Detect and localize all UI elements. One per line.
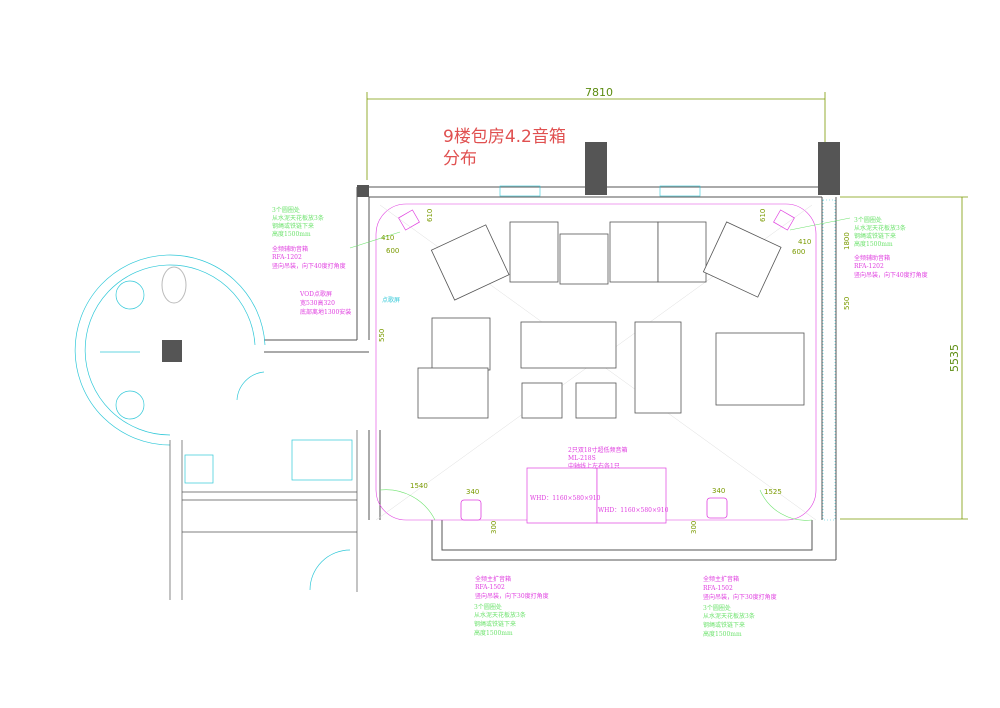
svg-text:竖向吊装，向下40度打角度: 竖向吊装，向下40度打角度	[272, 262, 346, 270]
svg-text:2只双18寸超低频音箱: 2只双18寸超低频音箱	[568, 446, 627, 454]
note-bottom-right: 全频主扩音箱 RFA-1502 竖向吊装，向下30度打角度 3个圆圈处 从水泥天…	[703, 575, 777, 638]
svg-text:VOD点歌屏: VOD点歌屏	[299, 290, 332, 298]
drain-block	[162, 340, 182, 362]
svg-text:高度1500mm: 高度1500mm	[272, 230, 311, 238]
svg-text:点歌屏: 点歌屏	[382, 296, 400, 304]
svg-text:全频辅助音箱: 全频辅助音箱	[272, 245, 308, 253]
toilet-icon	[161, 266, 187, 304]
svg-text:高度1500mm: 高度1500mm	[703, 630, 742, 638]
lower-left-rooms	[169, 430, 358, 600]
walls	[264, 186, 837, 561]
dim-left-550: 550	[378, 329, 386, 342]
note-bottom-left: 全频主扩音箱 RFA-1502 竖向吊装，向下30度打角度 3个圆圈处 从水泥天…	[474, 575, 549, 637]
svg-text:RFA-1202: RFA-1202	[854, 263, 884, 270]
svg-text:从水泥天花板放3条: 从水泥天花板放3条	[854, 224, 906, 232]
svg-text:高度1500mm: 高度1500mm	[854, 240, 893, 248]
main-speakers	[460, 497, 728, 521]
armchairs	[417, 317, 805, 419]
svg-text:竖向吊装，向下40度打角度: 竖向吊装，向下40度打角度	[854, 271, 928, 279]
svg-text:竖向吊装，向下30度打角度: 竖向吊装，向下30度打角度	[703, 593, 777, 601]
svg-text:从水泥天花板放3条: 从水泥天花板放3条	[272, 214, 324, 222]
height-label: 5535	[948, 344, 961, 372]
dim-speaker-left-300: 300	[490, 521, 498, 534]
dim-1540: 1540	[410, 482, 428, 490]
svg-text:竖向吊装，向下30度打角度: 竖向吊装，向下30度打角度	[475, 592, 549, 600]
round-room	[74, 254, 266, 446]
dim-speaker-right-340: 340	[712, 487, 725, 495]
svg-text:WHD：1160×580×910: WHD：1160×580×910	[598, 507, 669, 514]
svg-text:钢绳或铁链下来: 钢绳或铁链下来	[854, 232, 896, 240]
window	[659, 185, 701, 197]
dim-right-550: 550	[843, 297, 851, 310]
svg-text:钢绳或铁链下来: 钢绳或铁链下来	[703, 621, 745, 629]
svg-text:从水泥天花板放3条: 从水泥天花板放3条	[703, 612, 755, 620]
svg-text:3个圆圈处: 3个圆圈处	[703, 604, 731, 612]
dim-right-410: 410	[798, 238, 811, 246]
svg-text:全频辅助音箱: 全频辅助音箱	[854, 254, 890, 262]
svg-text:RFA-1202: RFA-1202	[272, 254, 302, 261]
dim-left-600: 600	[386, 247, 399, 255]
right-wall-hatch	[822, 199, 836, 521]
pillar	[818, 142, 840, 195]
title-line-1: 9楼包房4.2音箱	[443, 127, 566, 147]
width-label: 7810	[585, 86, 613, 99]
dim-right-1800: 1800	[843, 232, 851, 250]
door-arcs	[349, 217, 851, 521]
dim-top-610-left: 610	[426, 209, 434, 222]
dim-1525: 1525	[764, 488, 782, 496]
svg-text:RFA-1502: RFA-1502	[703, 585, 733, 592]
svg-text:全频主扩音箱: 全频主扩音箱	[475, 575, 511, 583]
pillar	[357, 185, 369, 197]
svg-text:WHD：1160×580×910: WHD：1160×580×910	[530, 495, 601, 502]
curved-sofa	[430, 221, 782, 301]
aux-speakers	[398, 209, 795, 231]
note-vod-screen: VOD点歌屏 宽530高320 底部离地1300安装 点歌屏	[299, 290, 400, 316]
window	[499, 185, 541, 197]
svg-text:宽530高320: 宽530高320	[300, 299, 335, 307]
svg-text:钢绳或铁链下来: 钢绳或铁链下来	[474, 620, 516, 628]
svg-text:底部离地1300安装: 底部离地1300安装	[300, 308, 351, 316]
svg-text:高度1500mm: 高度1500mm	[474, 629, 513, 637]
pillar	[585, 142, 607, 195]
svg-text:ML-218S: ML-218S	[568, 455, 596, 462]
title-line-2: 分布	[443, 149, 477, 169]
svg-text:RFA-1502: RFA-1502	[475, 584, 505, 591]
dim-left-410: 410	[381, 234, 394, 242]
dim-top-610-right: 610	[759, 209, 767, 222]
dim-speaker-right-300: 300	[690, 521, 698, 534]
note-subwoofer: 2只双18寸超低频音箱 ML-218S 中轴线上左右各1只 WHD：1160×5…	[530, 446, 669, 514]
svg-text:中轴线上左右各1只: 中轴线上左右各1只	[568, 462, 620, 470]
note-top-left: 3个圆圈处 从水泥天花板放3条 钢绳或铁链下来 高度1500mm 全频辅助音箱 …	[272, 206, 346, 270]
svg-text:钢绳或铁链下来: 钢绳或铁链下来	[272, 222, 314, 230]
dim-right-600: 600	[792, 248, 805, 256]
svg-text:从水泥天花板放3条: 从水泥天花板放3条	[474, 611, 526, 619]
svg-text:全频主扩音箱: 全频主扩音箱	[703, 575, 739, 583]
dim-speaker-left-340: 340	[466, 488, 479, 496]
svg-text:3个圆圈处: 3个圆圈处	[854, 216, 882, 224]
svg-text:3个圆圈处: 3个圆圈处	[474, 603, 502, 611]
note-top-right: 3个圆圈处 从水泥天花板放3条 钢绳或铁链下来 高度1500mm 全频辅助音箱 …	[854, 216, 928, 279]
subwoofers	[526, 467, 667, 524]
dimension-height	[840, 196, 968, 520]
svg-text:3个圆圈处: 3个圆圈处	[272, 206, 300, 214]
